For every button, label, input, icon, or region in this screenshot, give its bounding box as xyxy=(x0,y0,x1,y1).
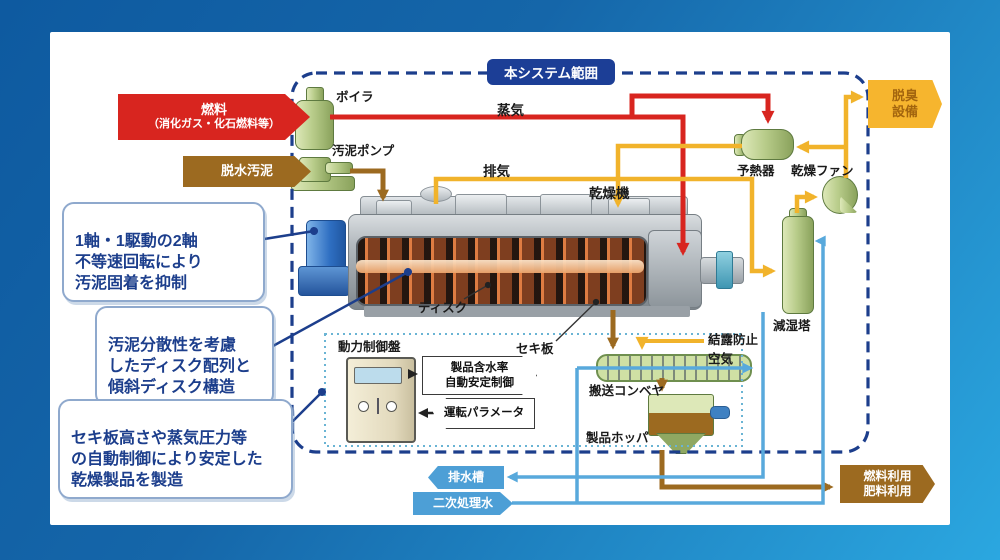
secondary-water-flag: 二次処理水 xyxy=(413,492,513,515)
sludge-pump-label: 汚泥ポンプ xyxy=(332,144,395,158)
deodorizing-equipment-arrow: 脱臭 設備 xyxy=(868,80,942,128)
preheater-label: 予熱器 xyxy=(737,164,775,178)
drive-motor-base xyxy=(298,266,350,296)
callout-pointer-disk xyxy=(261,267,413,354)
dryer-base xyxy=(364,306,690,317)
control-cabinet-divider xyxy=(377,398,379,414)
callout-text: 1軸・1駆動の2軸 不等速回転により 汚泥固着を抑制 xyxy=(75,233,203,293)
preheater-body xyxy=(741,129,794,160)
weir-label-pointer xyxy=(555,298,600,342)
dewatered-sludge-arrow: 脱水汚泥 xyxy=(183,156,311,187)
secondary-water-label: 二次処理水 xyxy=(432,496,493,510)
callout-pointer-motor xyxy=(257,226,319,242)
sludge-line-to-dryer xyxy=(350,168,389,202)
fuel-input-arrow: 燃料 （消化ガス・化石燃料等） xyxy=(118,94,310,140)
product-hopper-label: 製品ホッパ xyxy=(586,431,649,445)
fuel-label: 燃料 xyxy=(200,102,227,117)
disk-label-pointer xyxy=(463,281,492,300)
moisture-control-label: 製品含水率 自動安定制御 xyxy=(445,361,514,389)
conveyor-label: 搬送コンベヤ xyxy=(589,384,665,398)
fuel-sublabel: （消化ガス・化石燃料等） xyxy=(148,118,280,131)
exhaust-line-to-tower xyxy=(433,176,776,278)
operation-parameters-label: 運転パラメータ xyxy=(443,407,525,420)
dehumidifying-tower-body xyxy=(782,216,814,314)
dehumidifying-tower-label: 減湿塔 xyxy=(773,319,811,333)
shaft-coupling xyxy=(716,251,733,289)
product-use-line xyxy=(659,450,834,493)
callout-disk-structure: 汚泥分散性を考慮 したディスク配列と 傾斜ディスク構造 xyxy=(95,306,274,407)
callout-text: 汚泥分散性を考慮 したディスク配列と 傾斜ディスク構造 xyxy=(108,337,251,397)
drying-fan-label: 乾燥ファン xyxy=(791,164,854,178)
operation-parameters-box: 運転パラメータ xyxy=(433,398,535,429)
callout-text: セキ板高さや蒸気圧力等 の自動制御により安定した 乾燥製品を製造 xyxy=(71,430,263,490)
hopper-valve xyxy=(710,406,730,419)
pump-arm xyxy=(325,162,353,174)
steam-line-to-dryer xyxy=(330,114,690,256)
weir-plate-label: セキ板 xyxy=(516,342,554,356)
system-scope-badge: 本システム範囲 xyxy=(487,59,615,85)
anti-condensation-air-line xyxy=(635,336,704,350)
tower-to-fan-line xyxy=(794,190,818,213)
dryer-label: 乾燥機 xyxy=(589,186,630,201)
callout-shaft-rotation: 1軸・1駆動の2軸 不等速回転により 汚泥固着を抑制 xyxy=(62,202,265,303)
drainage-tank-label: 排水槽 xyxy=(447,470,484,484)
control-knob xyxy=(386,401,397,412)
moisture-control-box: 製品含水率 自動安定制御 xyxy=(422,356,537,395)
hot-air-line-to-dryer xyxy=(611,143,742,208)
disk-label: ディスク xyxy=(418,301,468,315)
control-cabinet-screen xyxy=(354,367,402,384)
drain-line-to-tank xyxy=(506,312,765,483)
control-knob xyxy=(358,401,369,412)
steam-label: 蒸気 xyxy=(497,103,524,118)
secondary-water-line xyxy=(512,235,826,505)
steam-line-to-preheater xyxy=(629,93,775,124)
drainage-tank-flag: 排水槽 xyxy=(428,466,504,489)
fan-to-deodorizer-line xyxy=(843,90,864,178)
system-scope-border xyxy=(290,71,870,454)
fuel-fertilizer-use-arrow: 燃料利用 肥料利用 xyxy=(840,465,935,503)
power-control-panel-label: 動力制御盤 xyxy=(338,340,401,354)
dewatered-sludge-label: 脱水汚泥 xyxy=(220,163,273,179)
system-scope-label: 本システム範囲 xyxy=(503,66,599,81)
callout-auto-control: セキ板高さや蒸気圧力等 の自動制御により安定した 乾燥製品を製造 xyxy=(58,399,293,500)
fuel-fertilizer-use-label: 燃料利用 肥料利用 xyxy=(863,469,912,498)
anti-condensation-air-label: 結露防止 空気 xyxy=(708,333,759,366)
dryer-shaft xyxy=(356,260,644,273)
exhaust-label: 排気 xyxy=(483,164,510,179)
deodorizing-equipment-label: 脱臭 設備 xyxy=(891,87,918,119)
boiler-label: ボイラ xyxy=(336,90,374,104)
